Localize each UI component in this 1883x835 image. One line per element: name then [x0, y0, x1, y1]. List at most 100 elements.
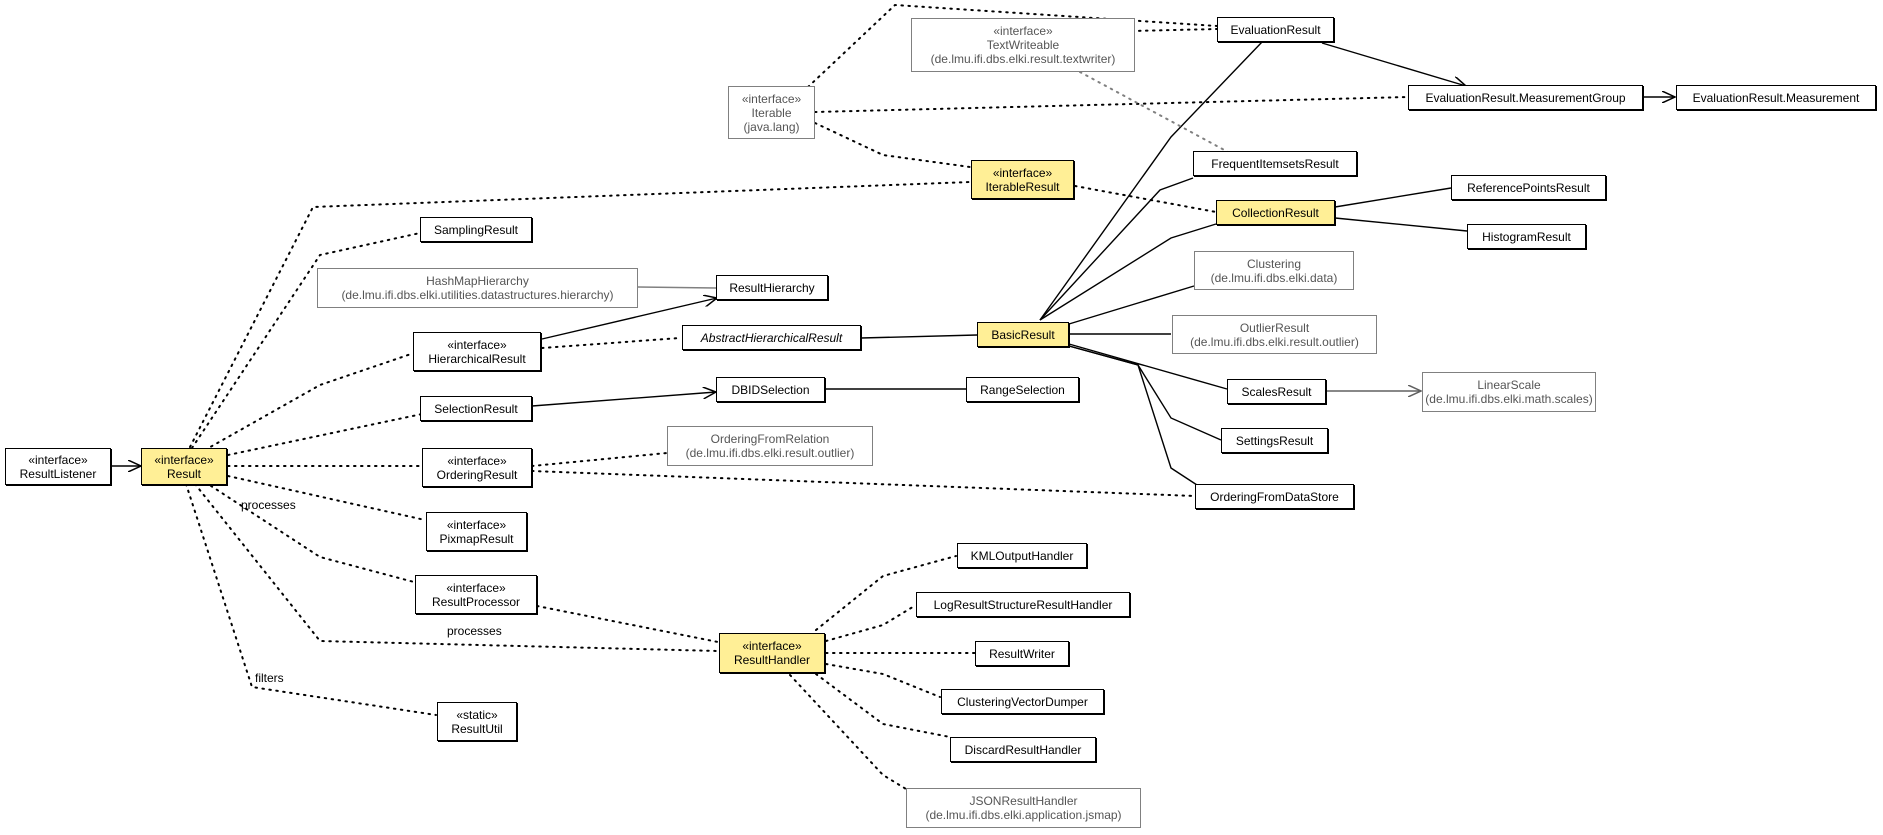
node-abstract-hierarchical-result[interactable]: AbstractHierarchicalResult: [682, 325, 861, 350]
edge-handler-discard: [815, 673, 951, 738]
edge-hashmap-resulthierarchy: [637, 286, 717, 289]
node-result[interactable]: «interface» Result: [141, 448, 227, 485]
class-name: ResultUtil: [451, 721, 503, 736]
node-ordering-result[interactable]: «interface» OrderingResult: [422, 448, 532, 487]
class-name: SettingsResult: [1235, 433, 1314, 448]
node-result-writer[interactable]: ResultWriter: [975, 641, 1069, 666]
class-name: EvaluationResult: [1230, 22, 1321, 37]
node-dbid-selection[interactable]: DBIDSelection: [716, 377, 825, 402]
node-text-writeable[interactable]: «interface» TextWriteable (de.lmu.ifi.db…: [911, 18, 1135, 72]
stereotype: «interface»: [28, 452, 88, 467]
node-clustering-vector-dumper[interactable]: ClusteringVectorDumper: [941, 689, 1104, 714]
edge-ordering-orderingdatastore: [531, 470, 1196, 497]
stereotype: «static»: [456, 707, 498, 722]
stereotype: «interface»: [447, 453, 507, 468]
node-json-result-handler[interactable]: JSONResultHandler (de.lmu.ifi.dbs.elki.a…: [906, 788, 1141, 828]
node-log-result-handler[interactable]: LogResultStructureResultHandler: [916, 592, 1130, 617]
class-name: AbstractHierarchicalResult: [700, 330, 843, 345]
edge-basic-settings: [1068, 345, 1222, 441]
stereotype: «interface»: [446, 580, 506, 595]
edge-result-util: [185, 483, 437, 716]
node-hierarchical-result[interactable]: «interface» HierarchicalResult: [413, 332, 541, 371]
edge-handler-json: [789, 674, 907, 790]
edge-collection-histogram: [1334, 217, 1468, 232]
class-name: TextWriteable: [986, 38, 1060, 52]
node-discard-result-handler[interactable]: DiscardResultHandler: [950, 737, 1096, 762]
package-name: (de.lmu.ifi.dbs.elki.utilities.datastruc…: [341, 288, 614, 302]
class-name: JSONResultHandler: [969, 794, 1078, 808]
node-iterable[interactable]: «interface» Iterable (java.lang): [728, 86, 815, 139]
node-selection-result[interactable]: SelectionResult: [420, 396, 532, 421]
stereotype: «interface»: [447, 337, 507, 352]
node-result-handler[interactable]: «interface» ResultHandler: [719, 633, 825, 673]
node-ordering-from-datastore[interactable]: OrderingFromDataStore: [1195, 484, 1354, 509]
edge-label-processes-pixmap: processes: [241, 498, 296, 512]
edge-result-processor: [204, 481, 415, 583]
edge-selection-dbid: [531, 392, 716, 407]
node-frequent-itemsets-result[interactable]: FrequentItemsetsResult: [1193, 151, 1357, 176]
node-iterable-result[interactable]: «interface» IterableResult: [971, 160, 1074, 199]
edge-handler-log: [825, 604, 917, 642]
edge-basic-orderingdatastore: [1068, 345, 1198, 486]
node-ordering-from-relation[interactable]: OrderingFromRelation (de.lmu.ifi.dbs.elk…: [667, 426, 873, 466]
edge-basic-frequent: [1039, 177, 1194, 321]
class-name: LogResultStructureResultHandler: [933, 597, 1113, 612]
class-name: DiscardResultHandler: [964, 742, 1082, 757]
node-linear-scale[interactable]: LinearScale (de.lmu.ifi.dbs.elki.math.sc…: [1422, 372, 1596, 412]
edge-textwriteable-frequent: [1079, 71, 1229, 153]
edge-result-sampling: [191, 232, 421, 449]
node-settings-result[interactable]: SettingsResult: [1221, 428, 1328, 453]
package-name: (de.lmu.ifi.dbs.elki.data): [1210, 270, 1338, 285]
class-name: SamplingResult: [433, 222, 519, 237]
class-name: Result: [166, 466, 201, 481]
node-measurement[interactable]: EvaluationResult.Measurement: [1676, 85, 1876, 110]
class-name: ReferencePointsResult: [1467, 180, 1590, 195]
node-outlier-result[interactable]: OutlierResult (de.lmu.ifi.dbs.elki.resul…: [1172, 315, 1377, 354]
class-name: LinearScale: [1477, 378, 1541, 392]
node-histogram-result[interactable]: HistogramResult: [1467, 224, 1586, 249]
stereotype: «interface»: [154, 452, 214, 467]
node-reference-points-result[interactable]: ReferencePointsResult: [1451, 175, 1606, 200]
node-result-util[interactable]: «static» ResultUtil: [437, 702, 517, 741]
class-name: ResultListener: [19, 466, 97, 481]
edge-textwriteable-evaluation: [1131, 28, 1218, 32]
class-name: BasicResult: [991, 327, 1055, 342]
node-result-listener[interactable]: «interface» ResultListener: [5, 448, 111, 485]
node-scales-result[interactable]: ScalesResult: [1227, 379, 1326, 404]
class-name: HashMapHierarchy: [426, 274, 529, 288]
class-name: ResultWriter: [989, 646, 1055, 661]
node-pixmap-result[interactable]: «interface» PixmapResult: [426, 512, 527, 551]
node-sampling-result[interactable]: SamplingResult: [420, 217, 532, 242]
class-name: ResultHierarchy: [729, 280, 815, 295]
edge-basic-collection: [1039, 223, 1217, 321]
edge-handler-kml: [815, 555, 957, 631]
edge-hierarchical-resulthierarchy: [541, 298, 717, 340]
class-name: HistogramResult: [1482, 229, 1571, 244]
class-name: KMLOutputHandler: [970, 548, 1074, 563]
edge-label-processes-handler: processes: [447, 624, 502, 638]
node-collection-result[interactable]: CollectionResult: [1216, 200, 1335, 225]
package-name: (de.lmu.ifi.dbs.elki.math.scales): [1425, 392, 1593, 406]
node-basic-result[interactable]: BasicResult: [977, 322, 1069, 347]
package-name: (de.lmu.ifi.dbs.elki.result.outlier): [1190, 334, 1359, 349]
class-name: RangeSelection: [980, 382, 1065, 397]
node-result-hierarchy[interactable]: ResultHierarchy: [716, 275, 828, 300]
package-name: (java.lang): [743, 119, 800, 134]
edge-result-iterableresult: [189, 181, 971, 448]
node-hashmap-hierarchy[interactable]: HashMapHierarchy (de.lmu.ifi.dbs.elki.ut…: [317, 268, 638, 308]
node-clustering[interactable]: Clustering (de.lmu.ifi.dbs.elki.data): [1194, 251, 1354, 290]
node-measurement-group[interactable]: EvaluationResult.MeasurementGroup: [1408, 85, 1643, 110]
edge-collection-reference: [1334, 187, 1452, 208]
edge-ordering-orderingrelation: [531, 452, 668, 467]
stereotype: «interface»: [741, 91, 802, 106]
node-result-processor[interactable]: «interface» ResultProcessor: [415, 575, 537, 614]
node-kml-output-handler[interactable]: KMLOutputHandler: [957, 543, 1087, 568]
node-range-selection[interactable]: RangeSelection: [966, 377, 1079, 402]
class-name: EvaluationResult.Measurement: [1692, 90, 1860, 105]
node-evaluation-result[interactable]: EvaluationResult: [1217, 17, 1334, 42]
edge-basic-evaluation: [1039, 41, 1263, 321]
edge-basic-clustering: [1068, 285, 1195, 325]
class-name: SelectionResult: [434, 401, 518, 416]
